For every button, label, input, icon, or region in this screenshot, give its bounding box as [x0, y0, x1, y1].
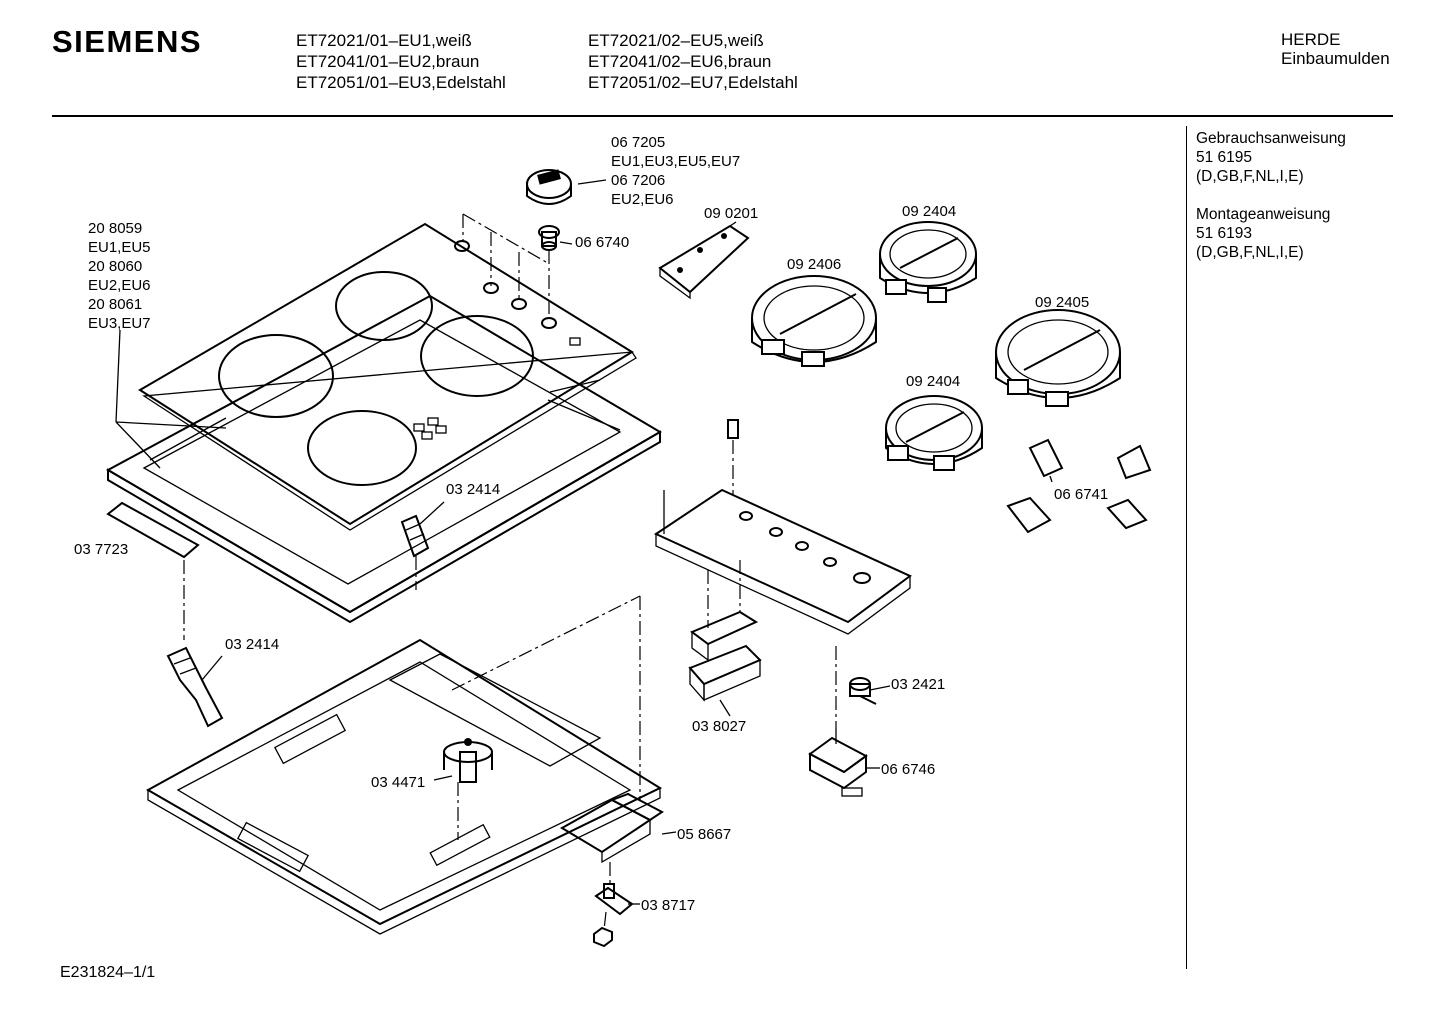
usage-manual-title: Gebrauchsanweisung	[1196, 130, 1346, 147]
part-number: 06 7206	[611, 172, 666, 189]
clamp-lower	[166, 646, 224, 728]
part-label-lamp: 03 2421	[891, 676, 946, 693]
category-line: HERDE	[1281, 30, 1341, 49]
model-item: ET72051/01–EU3,Edelstahl	[296, 73, 506, 92]
glass-ceramic-top	[138, 222, 637, 531]
part-number: 20 8061	[88, 296, 143, 313]
energy-regulator-switch	[808, 728, 868, 797]
clamp-upper	[400, 514, 430, 558]
model-list-left: ET72021/01–EU1,weiß ET72041/01–EU2,braun…	[296, 30, 506, 93]
part-label-brackets: 06 6741	[1054, 486, 1109, 503]
assembly-lines	[183, 213, 837, 931]
holder-bracket	[443, 738, 493, 783]
brand-logo: SIEMENS	[52, 24, 203, 59]
documentation-panel: Gebrauchsanweisung 51 6195 (D,GB,F,NL,I,…	[1196, 129, 1346, 262]
part-label-knob-shaft: 06 6740	[575, 234, 630, 251]
heater-mid	[751, 275, 877, 367]
connector-block	[658, 224, 750, 300]
part-label-glass-top: 20 8059 EU1,EU5 20 8060 EU2,EU6 20 8061 …	[88, 219, 151, 333]
part-label-clamp-upper: 03 2414	[446, 481, 501, 498]
heater-small-top	[879, 221, 977, 303]
part-number: 06 7205	[611, 134, 666, 151]
strain-relief	[594, 883, 634, 916]
model-item: ET72021/02–EU5,weiß	[588, 31, 764, 50]
part-label-terminal-block: 03 8027	[692, 718, 747, 735]
sidebar-divider	[1186, 126, 1187, 969]
knob-shaft	[538, 225, 560, 251]
model-item: ET72021/01–EU1,weiß	[296, 31, 472, 50]
control-knob	[526, 169, 572, 205]
category-label: HERDE Einbaumulden	[1281, 30, 1390, 68]
part-label-connector: 09 0201	[704, 205, 759, 222]
part-variant: EU3,EU7	[88, 315, 151, 332]
part-label-cable-bracket: 05 8667	[677, 826, 732, 843]
terminal-cover	[690, 610, 759, 662]
part-number: 20 8060	[88, 258, 143, 275]
part-label-clamp-lower: 03 2414	[225, 636, 280, 653]
part-variant: EU1,EU3,EU5,EU7	[611, 153, 741, 170]
heater-large	[995, 309, 1121, 407]
install-manual-number: 51 6193	[1196, 225, 1253, 242]
leader-lines	[115, 179, 1053, 905]
cable-bracket	[560, 792, 664, 864]
heater-brackets	[1006, 438, 1152, 534]
usage-manual-number: 51 6195	[1196, 149, 1253, 166]
model-item: ET72051/02–EU7,Edelstahl	[588, 73, 798, 92]
hob-frame	[105, 294, 662, 624]
trim-strip	[106, 501, 200, 559]
heater-small-bottom	[885, 395, 983, 471]
drawing-id: E231824–1/1	[60, 964, 156, 981]
control-bracket-plate	[653, 419, 912, 635]
bottom-tray	[145, 638, 663, 935]
model-item: ET72041/02–EU6,braun	[588, 52, 772, 71]
part-label-strip: 03 7723	[74, 541, 129, 558]
part-label-heater-mid: 09 2406	[787, 256, 842, 273]
indicator-lamp	[849, 677, 877, 705]
model-item: ET72041/01–EU2,braun	[296, 52, 480, 71]
install-manual-title: Montageanweisung	[1196, 206, 1331, 223]
part-variant: EU2,EU6	[88, 277, 151, 294]
header-divider	[52, 115, 1393, 117]
part-label-holder: 03 4471	[371, 774, 426, 791]
part-variant: EU2,EU6	[611, 191, 674, 208]
nut	[593, 926, 613, 948]
category-line: Einbaumulden	[1281, 49, 1390, 68]
part-label-knob: 06 7205 EU1,EU3,EU5,EU7 06 7206 EU2,EU6	[611, 133, 740, 209]
model-list-right: ET72021/02–EU5,weiß ET72041/02–EU6,braun…	[588, 30, 798, 93]
part-number: 20 8059	[88, 220, 143, 237]
part-label-strain-relief: 03 8717	[641, 897, 696, 914]
part-variant: EU1,EU5	[88, 239, 151, 256]
part-label-switch: 06 6746	[881, 761, 936, 778]
part-label-heater-small-top: 09 2404	[902, 203, 957, 220]
usage-manual-languages: (D,GB,F,NL,I,E)	[1196, 168, 1304, 185]
part-label-heater-small-bottom: 09 2404	[906, 373, 961, 390]
terminal-block	[688, 644, 762, 702]
part-label-heater-large: 09 2405	[1035, 294, 1090, 311]
install-manual-languages: (D,GB,F,NL,I,E)	[1196, 244, 1304, 261]
